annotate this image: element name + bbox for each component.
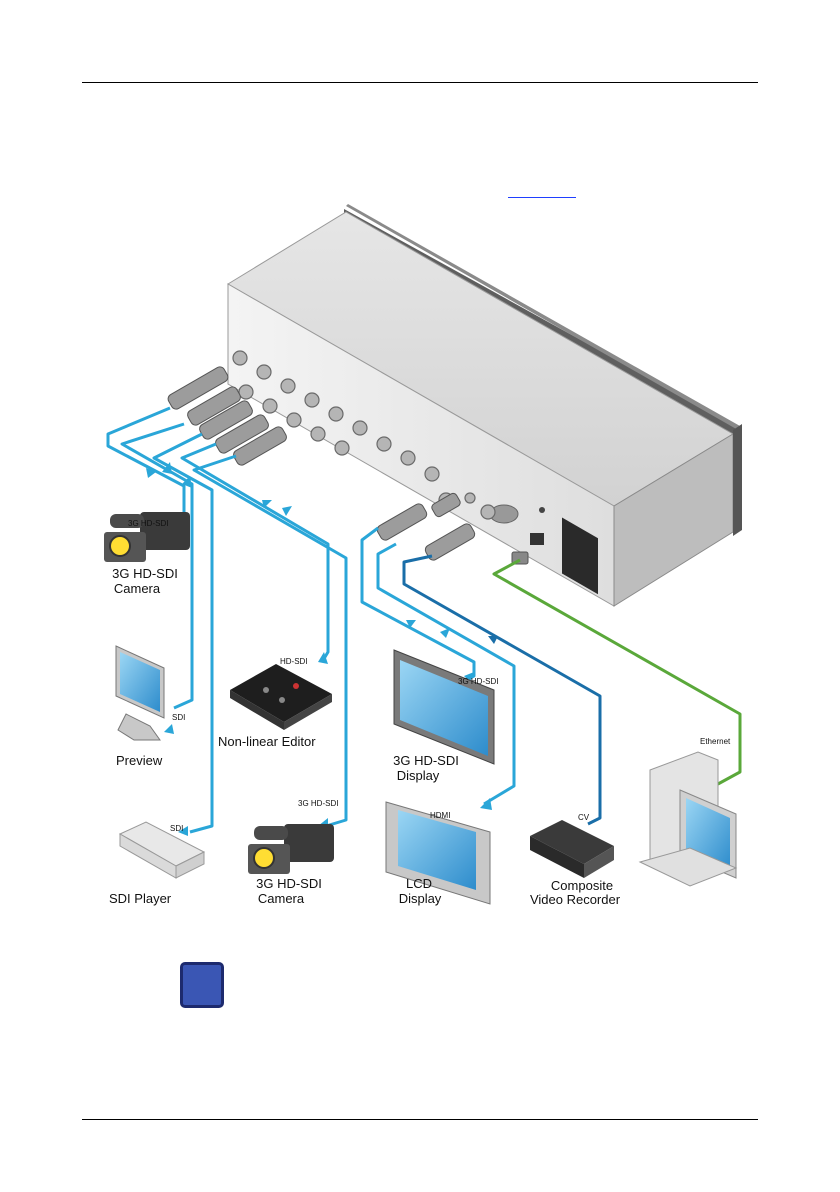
- label-nle: Non-linear Editor: [218, 734, 316, 749]
- display-3g: [394, 650, 494, 764]
- label-camera-top-line1: 3G HD-SDI: [112, 566, 178, 581]
- label-display-3g-line2: Display: [397, 768, 440, 783]
- cable-label-nle: HD-SDI: [280, 657, 308, 666]
- label-lcd-line1: LCD: [406, 876, 432, 891]
- cable-label-camera-top: 3G HD-SDI: [128, 519, 168, 528]
- label-recorder-line1: Composite: [551, 878, 613, 893]
- label-camera-top-line2: Camera: [114, 581, 161, 596]
- info-icon: [180, 962, 224, 1008]
- label-preview: Preview: [116, 753, 163, 768]
- flow-arrows: [146, 462, 492, 836]
- label-sdi-player: SDI Player: [109, 891, 172, 906]
- preview-monitor: [116, 646, 164, 740]
- cable-label-sdi-player: SDI: [170, 824, 183, 833]
- label-camera-bottom-line1: 3G HD-SDI: [256, 876, 322, 891]
- cable-label-lcd: HDMI: [430, 811, 450, 820]
- flow-arrow-cv: [488, 636, 498, 644]
- cable-label-pc: Ethernet: [700, 737, 731, 746]
- cable-label-preview: SDI: [172, 713, 185, 722]
- label-lcd-line2: Display: [399, 891, 442, 906]
- video-recorder: [530, 820, 614, 878]
- cable-label-display-3g: 3G HD-SDI: [458, 677, 498, 686]
- cable-label-camera-bottom: 3G HD-SDI: [298, 799, 338, 808]
- label-recorder-line2: Video Recorder: [530, 892, 621, 907]
- footer-rule: [82, 1119, 758, 1120]
- cable-camera-top: [108, 408, 184, 520]
- label-camera-bottom-line2: Camera: [258, 891, 305, 906]
- pc-computer: [640, 752, 736, 886]
- label-display-3g-line1: 3G HD-SDI: [393, 753, 459, 768]
- main-device: [228, 204, 742, 606]
- cable-label-recorder: CV: [578, 813, 590, 822]
- nle-device: [230, 664, 332, 730]
- camera-bottom: [248, 824, 334, 874]
